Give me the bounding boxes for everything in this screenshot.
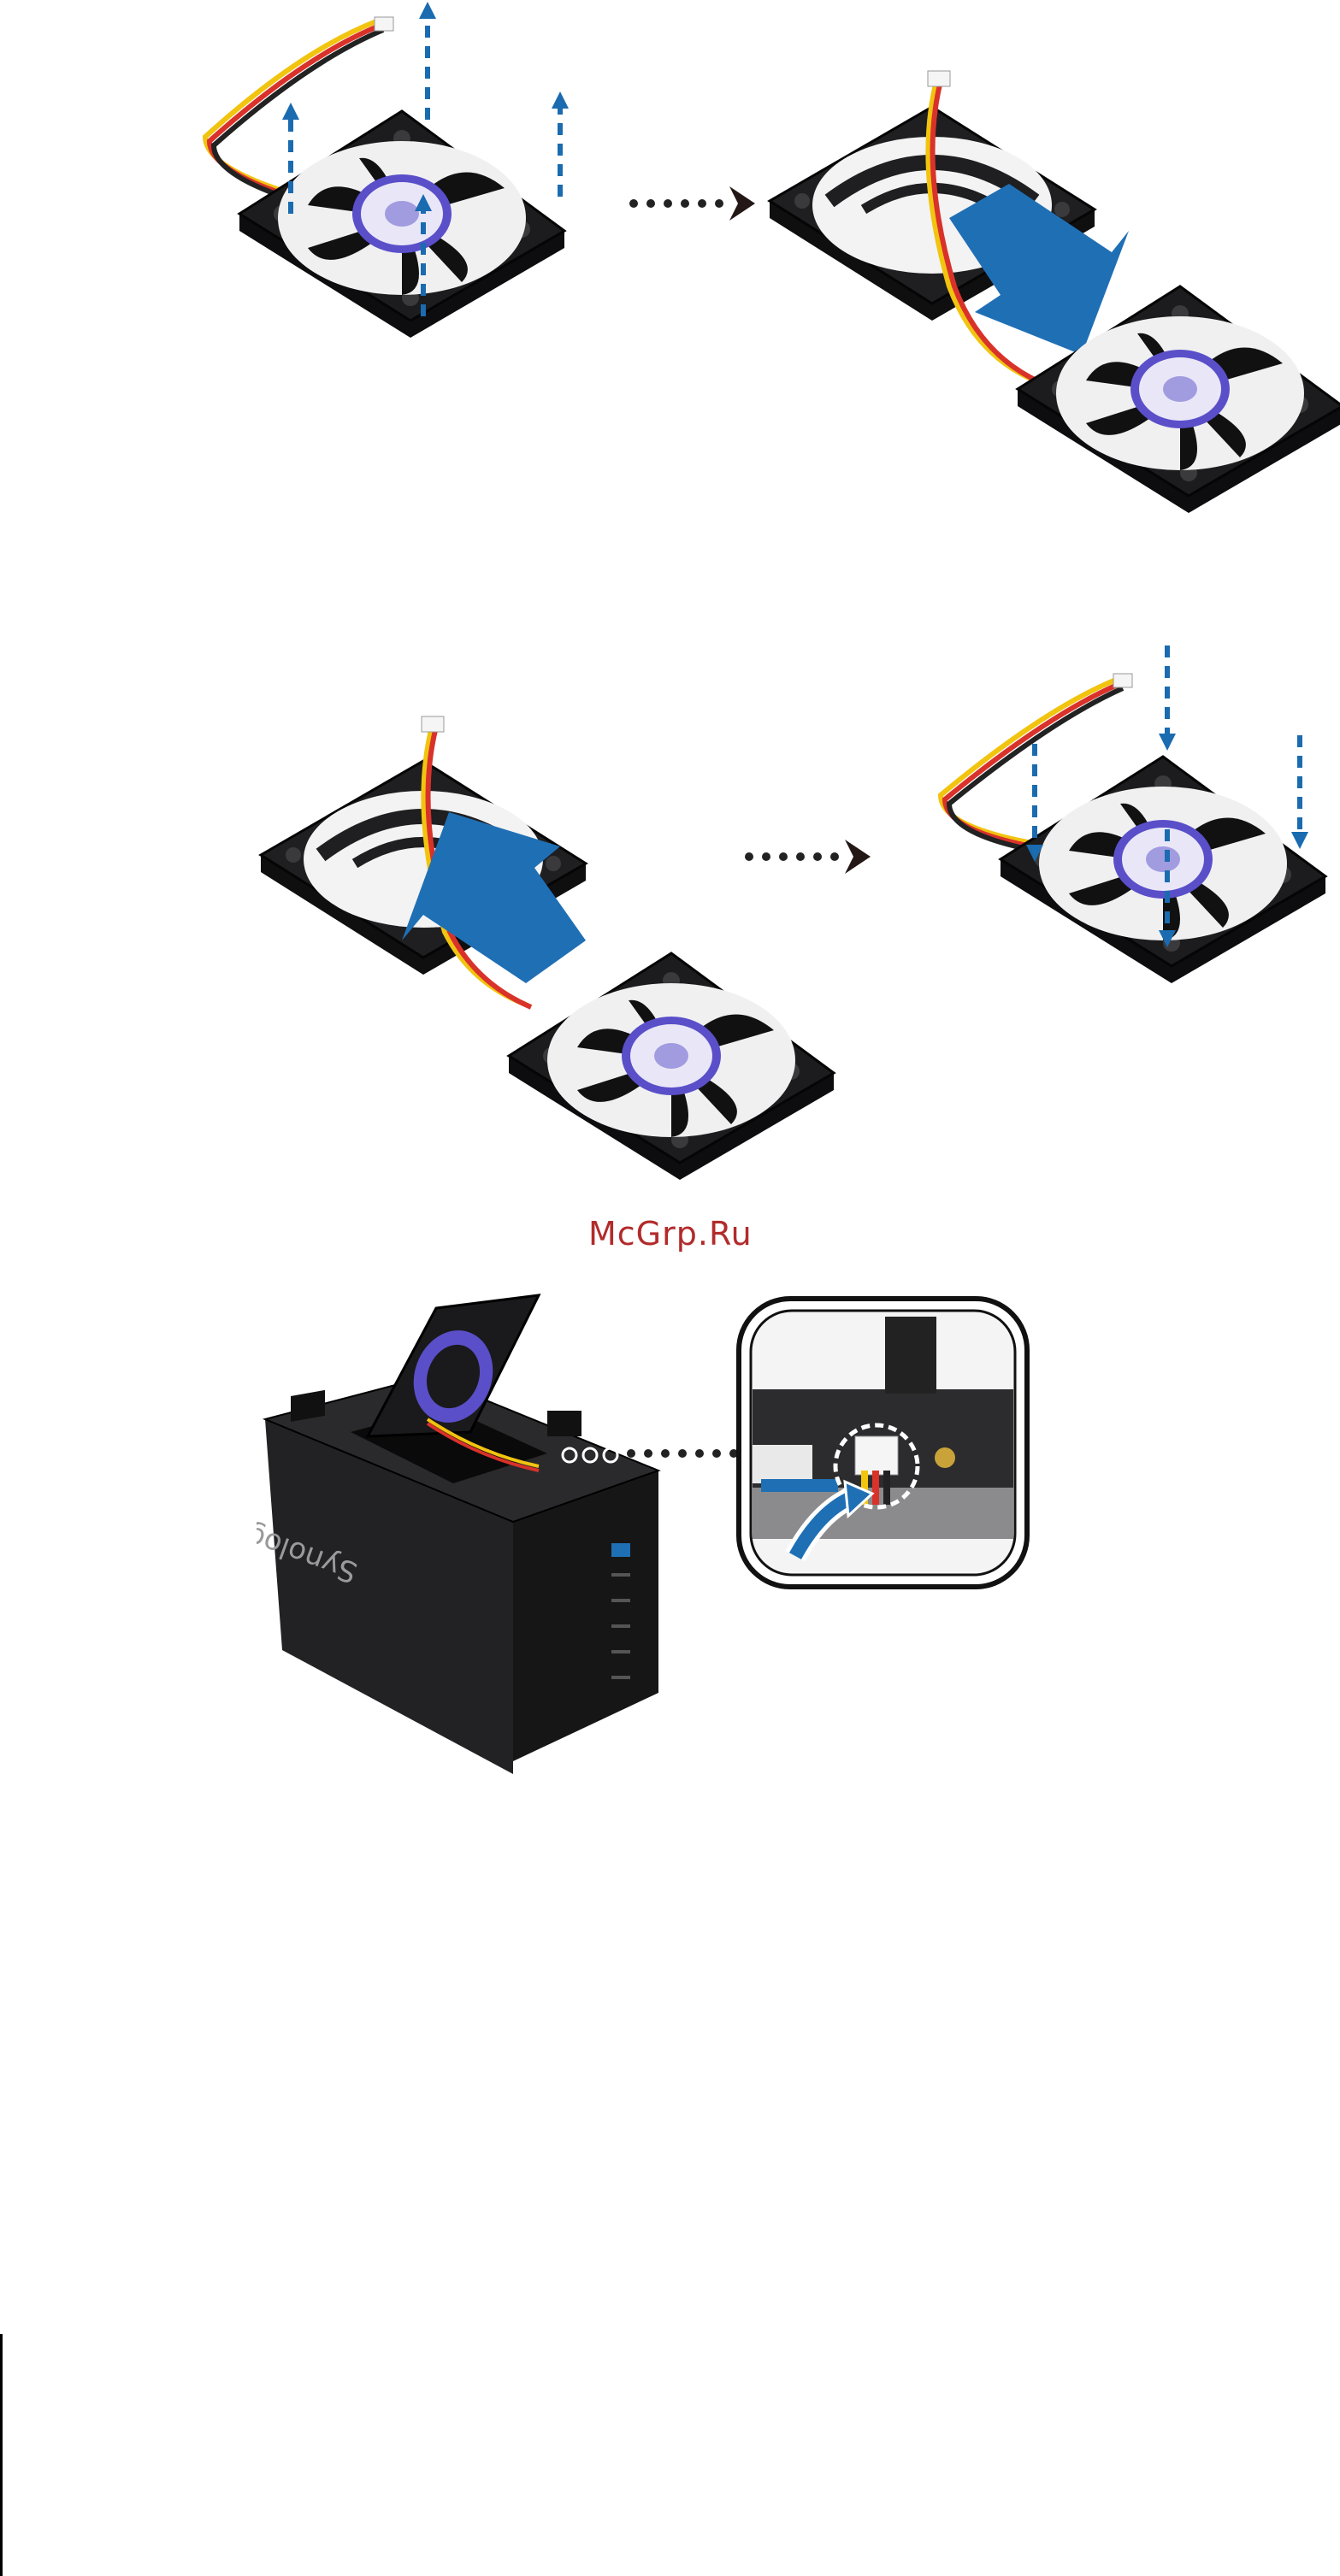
fan-insertion-illustration [252,710,842,1188]
page-edge-rule [0,2334,3,2576]
fan-installation-illustration [924,633,1340,1026]
dotted-arrow-2 [744,840,872,874]
fan-icon [509,953,834,1180]
nas-enclosure-icon [265,1295,658,1774]
fan-removal-illustration [180,0,607,385]
connector-zoom-illustration [735,1295,1030,1590]
dotted-arrow-1 [629,186,757,221]
watermark-text: McGrp.Ru [588,1215,753,1253]
nas-enclosure-illustration: Synology [257,1282,667,1778]
connector-zoom-icon [739,1299,1027,1587]
fan-icon [1001,757,1325,983]
dotted-connector-line [624,1445,744,1462]
fan-replacement-illustration [753,64,1340,526]
